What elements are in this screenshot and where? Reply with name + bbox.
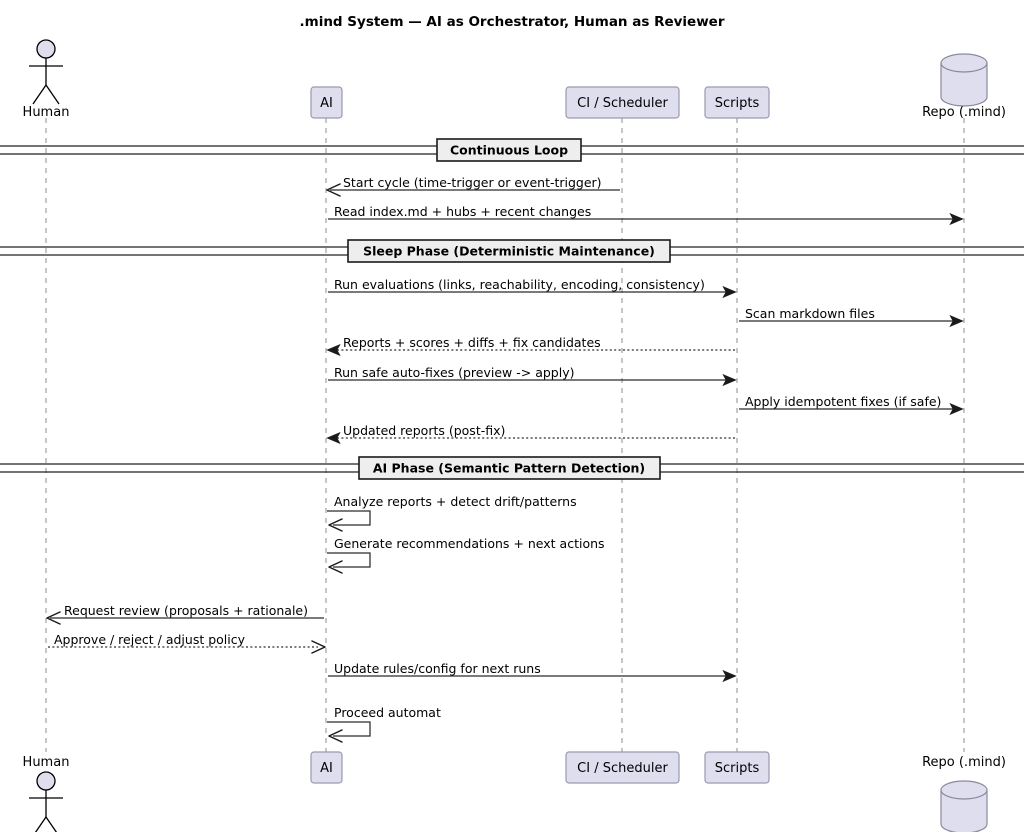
diagram-title: .mind System — AI as Orchestrator, Human… [300,14,725,30]
msg-update-rules: Update rules/config for next runs [328,661,737,683]
actor-leg-right-icon [45,816,58,832]
msg-approve-reject-arrowhead [311,640,326,654]
divider-label-text: Continuous Loop [450,143,568,158]
participant-human-bottom[interactable]: Human [23,755,70,832]
participant-human-top[interactable]: Human [23,39,70,120]
participant-repo-bottom[interactable]: Repo (.mind) [922,755,1006,832]
participant-box-ai-top [310,86,343,119]
database-body-icon [940,62,988,107]
msg-start-cycle-arrowhead [326,183,341,197]
divider-label-box [436,138,582,162]
msg-reports-scores: Reports + scores + diffs + fix candidate… [326,335,735,357]
participant-label-ci-bottom: CI / Scheduler [577,761,668,776]
msg-run-auto-fixes-arrowhead [722,373,737,387]
participant-ci-top[interactable]: CI / Scheduler [565,86,680,119]
divider-label-box [347,239,671,263]
participant-scripts-top[interactable]: Scripts [704,86,770,119]
participant-box-scripts-top [704,86,770,119]
participant-box-ci-bottom [565,751,680,784]
divider-sleep-phase: Sleep Phase (Deterministic Maintenance) [0,239,1024,263]
database-top-icon [940,53,988,73]
msg-generate-recs-line [327,552,371,568]
actor-head-icon [36,39,56,59]
msg-start-cycle: Start cycle (time-trigger or event-trigg… [326,175,620,197]
actor-head-icon [36,771,56,791]
participant-box-ai-bottom [310,751,343,784]
msg-apply-idempotent: Apply idempotent fixes (if safe) [739,394,964,416]
msg-approve-reject-label: Approve / reject / adjust policy [54,632,246,647]
msg-request-review-arrowhead [46,611,61,625]
msg-scan-markdown-arrowhead [949,314,964,328]
msg-analyze-reports-line [327,510,371,526]
participant-label-ci-top: CI / Scheduler [577,96,668,111]
msg-request-review: Request review (proposals + rationale) [46,603,324,625]
database-top-icon [940,780,988,800]
participant-ci-bottom[interactable]: CI / Scheduler [565,751,680,784]
participant-label-repo-top: Repo (.mind) [922,105,1006,120]
actor-leg-left-icon [32,84,47,105]
participant-label-human-top: Human [23,105,70,120]
participant-box-ci-top [565,86,680,119]
msg-proceed-automat-arrowhead [328,729,343,743]
participant-label-scripts-bottom: Scripts [715,761,760,776]
participant-label-scripts-top: Scripts [715,96,760,111]
participant-label-human-bottom: Human [23,755,70,770]
msg-request-review-label: Request review (proposals + rationale) [64,603,308,618]
database-body-icon [940,789,988,832]
msg-scan-markdown-label: Scan markdown files [745,306,875,321]
msg-proceed-automat-line [327,721,371,737]
msg-updated-reports-label: Updated reports (post-fix) [343,423,505,438]
divider-ai-phase: AI Phase (Semantic Pattern Detection) [0,456,1024,480]
msg-updated-reports: Updated reports (post-fix) [326,423,735,445]
msg-proceed-automat-label: Proceed automat [334,705,441,720]
msg-run-evaluations-arrowhead [722,285,737,299]
msg-run-auto-fixes-label: Run safe auto-fixes (preview -> apply) [334,365,574,380]
msg-reports-scores-label: Reports + scores + diffs + fix candidate… [343,335,601,350]
msg-read-index: Read index.md + hubs + recent changes [328,204,964,226]
divider-continuous-loop: Continuous Loop [0,138,1024,162]
msg-run-evaluations-label: Run evaluations (links, reachability, en… [334,277,705,292]
msg-analyze-reports: Analyze reports + detect drift/patterns [327,494,577,532]
actor-leg-left-icon [34,816,47,832]
msg-update-rules-label: Update rules/config for next runs [334,661,541,676]
msg-analyze-reports-label: Analyze reports + detect drift/patterns [334,494,577,509]
msg-updated-reports-arrowhead [326,431,341,445]
msg-update-rules-arrowhead [722,669,737,683]
divider-label-text: Sleep Phase (Deterministic Maintenance) [363,244,655,259]
msg-start-cycle-label: Start cycle (time-trigger or event-trigg… [343,175,602,190]
participant-ai-bottom[interactable]: AI [310,751,343,784]
divider-label-text: AI Phase (Semantic Pattern Detection) [373,461,645,476]
msg-generate-recs-label: Generate recommendations + next actions [334,536,605,551]
msg-apply-idempotent-label: Apply idempotent fixes (if safe) [745,394,941,409]
msg-scan-markdown: Scan markdown files [739,306,964,328]
divider-label-box [358,456,661,480]
msg-generate-recs: Generate recommendations + next actions [327,536,605,574]
participant-label-repo-bottom: Repo (.mind) [922,755,1006,770]
participant-repo-top[interactable]: Repo (.mind) [922,53,1006,120]
msg-analyze-reports-arrowhead [328,518,343,532]
msg-proceed-automat: Proceed automat [327,705,441,743]
participant-label-ai-bottom: AI [320,761,333,776]
actor-leg-right-icon [45,84,60,105]
msg-read-index-label: Read index.md + hubs + recent changes [334,204,591,219]
participant-box-scripts-bottom [704,751,770,784]
msg-run-auto-fixes: Run safe auto-fixes (preview -> apply) [328,365,737,387]
msg-run-evaluations: Run evaluations (links, reachability, en… [328,277,737,299]
msg-reports-scores-arrowhead [326,343,341,357]
msg-approve-reject: Approve / reject / adjust policy [48,632,326,654]
participant-label-ai-top: AI [320,96,333,111]
msg-read-index-arrowhead [949,212,964,226]
msg-generate-recs-arrowhead [328,560,343,574]
participant-scripts-bottom[interactable]: Scripts [704,751,770,784]
participant-ai-top[interactable]: AI [310,86,343,119]
msg-apply-idempotent-arrowhead [949,402,964,416]
